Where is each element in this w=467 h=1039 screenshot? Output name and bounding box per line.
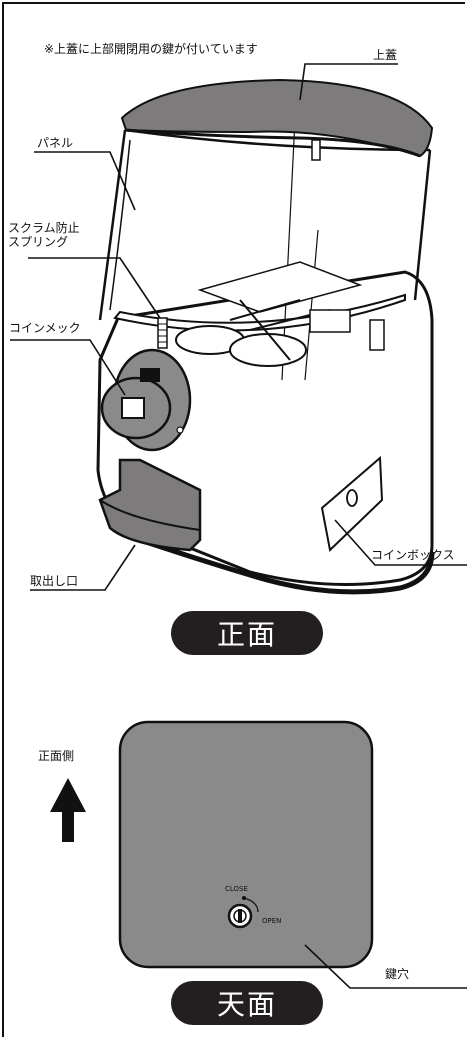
- label-upper-lid: 上蓋: [373, 48, 398, 62]
- lock-open-text: OPEN: [262, 917, 282, 925]
- label-coin-mech: コインメック: [9, 321, 81, 335]
- upper-lid: [120, 78, 434, 158]
- label-panel: パネル: [37, 136, 74, 150]
- outlet: [98, 458, 202, 552]
- label-anti-scrum-spring: スクラム防止 スプリング: [8, 221, 80, 249]
- top-note: ※上蓋に上部開閉用の鍵が付いています: [44, 42, 258, 56]
- front-view-title: 正面: [171, 611, 323, 655]
- label-front-side: 正面側: [38, 749, 75, 763]
- top-view-title: 天面: [171, 981, 323, 1025]
- spring: [157, 317, 168, 349]
- top-panel: [118, 720, 374, 969]
- label-outlet: 取出し口: [30, 574, 79, 588]
- label-coin-box: コインボックス: [371, 548, 455, 562]
- label-keyhole: 鍵穴: [385, 967, 410, 981]
- transparent-panel: [98, 128, 432, 321]
- arrow-up-icon: [50, 778, 86, 842]
- lock-close-text: CLOSE: [225, 885, 248, 893]
